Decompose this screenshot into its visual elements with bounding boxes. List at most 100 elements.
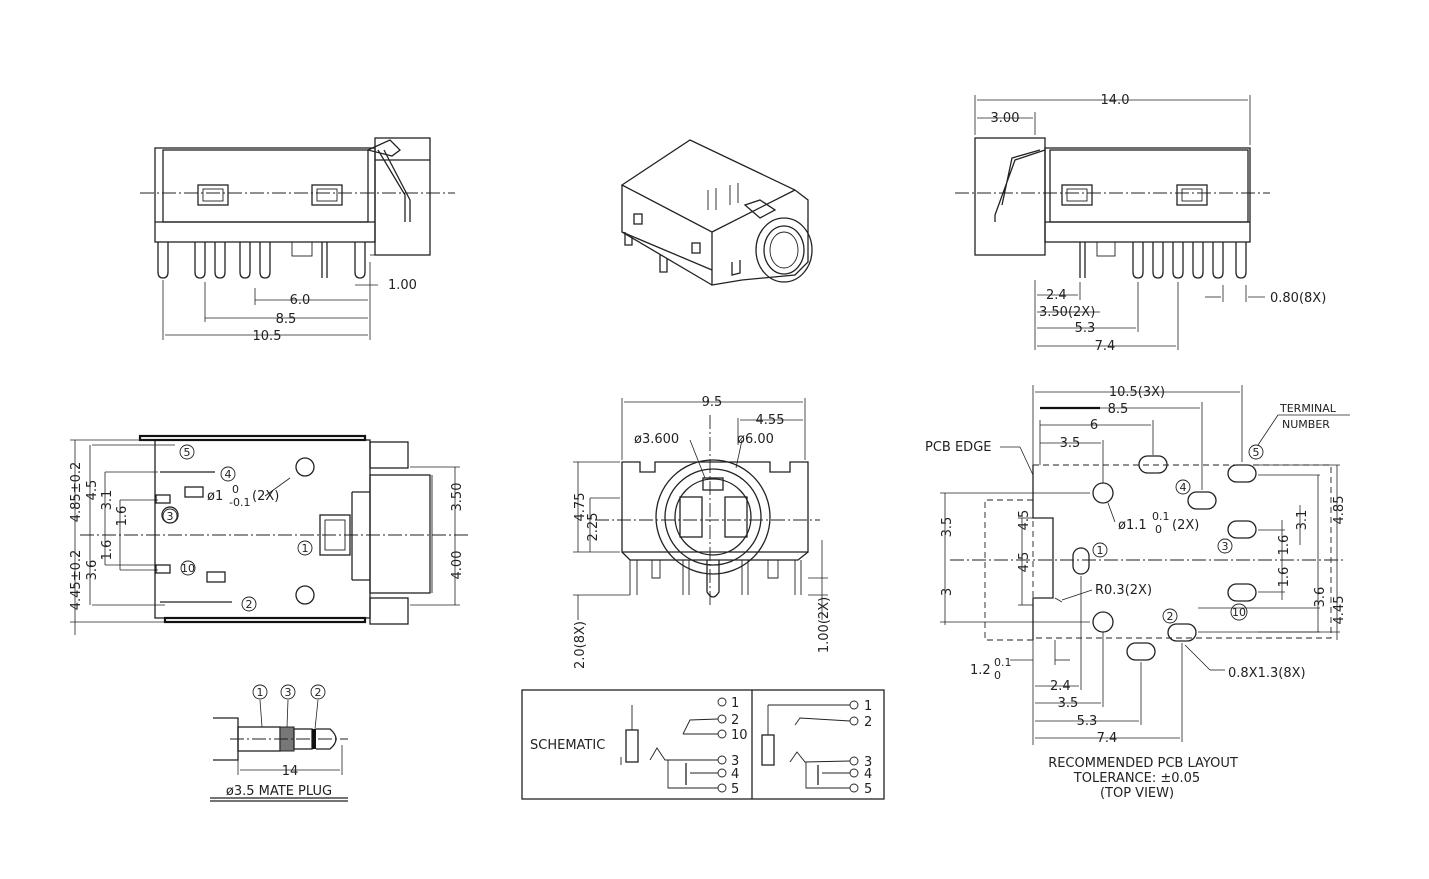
sch-l-pin-4: 4 bbox=[731, 767, 739, 782]
tl-dim-1: 1.00 bbox=[388, 278, 417, 293]
pcb-dim-18: 7.4 bbox=[1097, 731, 1118, 746]
side-pin-2: 2 bbox=[246, 598, 253, 611]
tr-dim-1: 14.0 bbox=[1101, 93, 1130, 108]
side-dim-4: 1.6 bbox=[115, 506, 130, 527]
pcb-dim-16: 3.5 bbox=[1058, 696, 1079, 711]
side-dim-3: 3.1 bbox=[100, 490, 115, 511]
pcb-caption-3: (TOP VIEW) bbox=[1100, 786, 1174, 801]
front-dim-7: 2.0(8X) bbox=[573, 621, 588, 669]
pcb-edge-main: 1.2 bbox=[970, 663, 991, 678]
pcb-slot: 0.8X1.3(8X) bbox=[1228, 666, 1306, 681]
pcb-dim-7: 1.6 bbox=[1277, 535, 1292, 556]
pcb-dim-2: 8.5 bbox=[1108, 402, 1129, 417]
plug-pin-3: 3 bbox=[285, 686, 292, 699]
tl-dim-4: 10.5 bbox=[253, 329, 282, 344]
sch-l-pin-10: 10 bbox=[731, 728, 748, 743]
front-view bbox=[573, 398, 828, 620]
side-pin-4: 4 bbox=[225, 468, 232, 481]
pcb-pin-3: 3 bbox=[1222, 540, 1229, 553]
side-hole-sub: -0.1 bbox=[229, 496, 250, 509]
side-hole-tail: (2X) bbox=[252, 489, 279, 504]
pcb-dim-3: 6 bbox=[1090, 418, 1098, 433]
sch-r-pin-1: 1 bbox=[864, 699, 872, 714]
schematic-box bbox=[521, 689, 885, 800]
pcb-dim-15: 2.4 bbox=[1050, 679, 1071, 694]
pcb-hole-sub: 0 bbox=[1155, 523, 1162, 536]
pcb-dim-9: 1.6 bbox=[1277, 567, 1292, 588]
side-dim-2: 4.5 bbox=[85, 480, 100, 501]
side-dim-5: 1.6 bbox=[100, 540, 115, 561]
pcb-terminal-1: TERMINAL bbox=[1279, 402, 1337, 415]
pcb-edge-label: PCB EDGE bbox=[925, 440, 991, 455]
pcb-caption-2: TOLERANCE: ±0.05 bbox=[1073, 771, 1200, 786]
pcb-caption-1: RECOMMENDED PCB LAYOUT bbox=[1048, 756, 1238, 771]
pcb-dim-14: 3 bbox=[940, 588, 955, 596]
side-pin-callouts bbox=[162, 444, 313, 612]
side-pin-1: 1 bbox=[302, 542, 309, 555]
top-right-elevation bbox=[955, 95, 1270, 350]
pcb-pin-10: 10 bbox=[1232, 606, 1246, 619]
front-dim-8: 1.00(2X) bbox=[817, 597, 832, 653]
pcb-pin-callouts bbox=[1092, 444, 1264, 624]
pcb-hole-tail: (2X) bbox=[1172, 518, 1199, 533]
side-dim-9: 4.00 bbox=[450, 551, 465, 580]
pcb-dim-6: 3.1 bbox=[1295, 510, 1310, 531]
side-pin-5: 5 bbox=[184, 446, 191, 459]
sch-l-pin-3: 3 bbox=[731, 754, 739, 769]
pcb-hole-main: ø1.1 bbox=[1118, 518, 1147, 533]
side-pin-10: 10 bbox=[181, 562, 195, 575]
pcb-dim-11: 4.45 bbox=[1332, 596, 1347, 625]
pcb-dim-8: 4.85 bbox=[1332, 496, 1347, 525]
schematic-label: SCHEMATIC bbox=[530, 738, 605, 753]
front-dim-5: 4.75 bbox=[573, 493, 588, 522]
pcb-dim-17: 5.3 bbox=[1077, 714, 1098, 729]
pcb-dim-5: 4.5 bbox=[1017, 552, 1032, 573]
top-left-elevation bbox=[140, 137, 455, 340]
pcb-hole-sup: 0.1 bbox=[1152, 510, 1170, 523]
tr-dim-2: 3.00 bbox=[991, 111, 1020, 126]
plug-dim: 14 bbox=[282, 764, 299, 779]
pcb-dim-4: 3.5 bbox=[1060, 436, 1081, 451]
pcb-layout bbox=[940, 385, 1350, 745]
front-dim-4: ø6.00 bbox=[737, 432, 774, 447]
tr-dim-4: 3.50(2X) bbox=[1039, 305, 1095, 320]
pcb-dim-1: 10.5(3X) bbox=[1109, 385, 1165, 400]
tr-dim-7: 0.80(8X) bbox=[1270, 291, 1326, 306]
tr-dim-3: 2.4 bbox=[1046, 288, 1067, 303]
pcb-radius: R0.3(2X) bbox=[1095, 583, 1152, 598]
sch-r-pin-5: 5 bbox=[864, 782, 872, 797]
side-dim-7: 4.45±0.2 bbox=[69, 550, 84, 611]
tr-dim-6: 7.4 bbox=[1095, 339, 1116, 354]
pcb-edge-sup: 0.1 bbox=[994, 656, 1012, 669]
sch-r-pin-2: 2 bbox=[864, 715, 872, 730]
side-pin-3: 3 bbox=[167, 510, 174, 523]
plug-caption: ø3.5 MATE PLUG bbox=[226, 784, 332, 799]
isometric-view bbox=[620, 139, 813, 286]
side-dim-6: 3.6 bbox=[85, 560, 100, 581]
sch-l-pin-2: 2 bbox=[731, 713, 739, 728]
sch-r-pin-3: 3 bbox=[864, 755, 872, 770]
plug-pin-1: 1 bbox=[257, 686, 264, 699]
side-hole-main: ø1 bbox=[207, 489, 223, 504]
front-dim-1: 9.5 bbox=[702, 395, 723, 410]
pcb-edge-sub: 0 bbox=[994, 669, 1001, 682]
tl-dim-2: 6.0 bbox=[290, 293, 311, 308]
mate-plug bbox=[210, 684, 348, 802]
side-dim-8: 3.50 bbox=[450, 483, 465, 512]
front-dim-2: 4.55 bbox=[756, 413, 785, 428]
side-hole-sup: 0 bbox=[232, 483, 239, 496]
sch-r-pin-4: 4 bbox=[864, 767, 872, 782]
pcb-terminal-2: NUMBER bbox=[1282, 418, 1330, 431]
pcb-dim-13: 4.5 bbox=[1017, 510, 1032, 531]
sch-l-pin-1: 1 bbox=[731, 696, 739, 711]
pcb-dim-10: 3.6 bbox=[1313, 587, 1328, 608]
pcb-pin-1: 1 bbox=[1097, 544, 1104, 557]
pcb-dim-12: 3.5 bbox=[940, 517, 955, 538]
tl-dim-3: 8.5 bbox=[276, 312, 297, 327]
side-dim-1: 4.85±0.2 bbox=[69, 462, 84, 523]
front-dim-6: 2.25 bbox=[586, 513, 601, 542]
pcb-pin-4: 4 bbox=[1180, 481, 1187, 494]
plug-pin-2: 2 bbox=[315, 686, 322, 699]
pcb-pin-5: 5 bbox=[1253, 446, 1260, 459]
tr-dim-5: 5.3 bbox=[1075, 321, 1096, 336]
